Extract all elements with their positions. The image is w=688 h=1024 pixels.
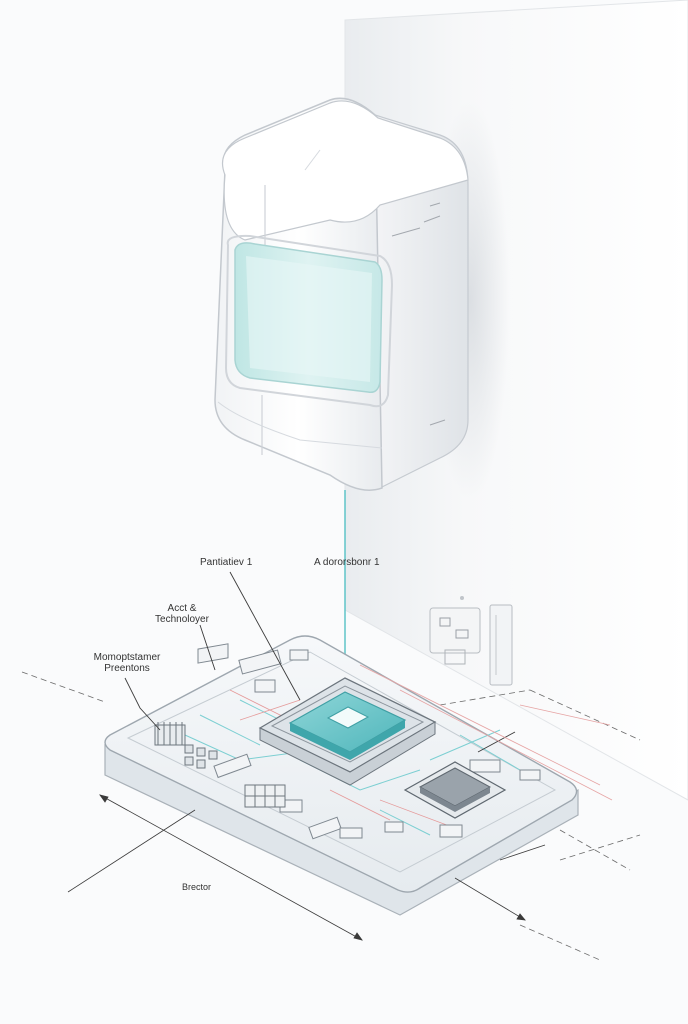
processor-chip — [403, 761, 507, 819]
callout-lower-line1: Momoptstamer — [93, 652, 161, 663]
callout-top-right: A dororsbonr 1 — [314, 557, 380, 568]
capacitor-array — [184, 744, 218, 769]
circuit-board — [104, 635, 579, 916]
callout-top-left: Pantiatiev 1 — [200, 557, 253, 568]
pyro-sensor-chip — [258, 677, 437, 786]
callout-lower-line2: Preentons — [104, 663, 150, 674]
grid-component — [244, 784, 286, 808]
callout-lower: Momoptstamer Preentons — [82, 652, 172, 674]
pir-sensor-housing — [214, 97, 469, 491]
callout-bottom: Brector — [182, 882, 212, 892]
red-reference-lines — [359, 664, 613, 801]
dimension-lines — [67, 794, 546, 941]
reference-dashes — [21, 671, 641, 961]
callout-middle: Acct & Technoloyer — [152, 603, 212, 625]
callout-middle-line2: Technoloyer — [155, 614, 209, 625]
callout-middle-line1: Acct & — [167, 603, 197, 614]
wall-bracket — [429, 596, 513, 686]
callout-leaders — [124, 571, 516, 753]
left-ic — [154, 722, 186, 746]
